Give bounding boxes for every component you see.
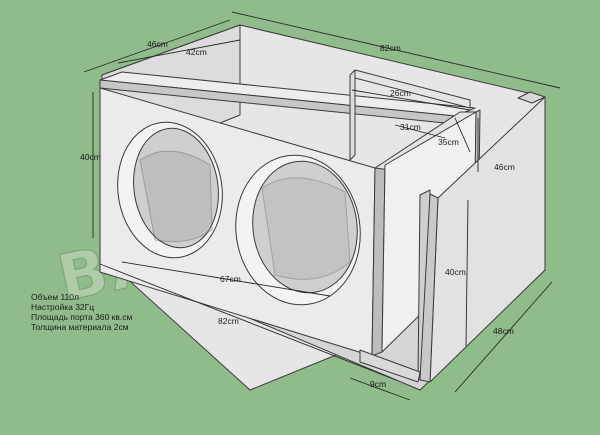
dim-inner-depth: 42cm xyxy=(186,47,207,57)
dim-height-right: 40cm xyxy=(445,267,466,277)
dim-side-depth: 48cm xyxy=(493,326,514,336)
speaker-cutout-left xyxy=(117,121,223,259)
right-side-edge xyxy=(419,193,439,383)
dim-inner-width: 67cm xyxy=(220,274,241,284)
spec-tuning: Настройка 32Гц xyxy=(31,302,94,312)
dim-port-depth: 35cm xyxy=(438,137,459,147)
dim-port-inner: 31cm xyxy=(400,122,421,132)
spec-block: Объем 110л Настройка 32Гц Площадь порта … xyxy=(31,292,133,332)
dimension-lines xyxy=(83,11,561,401)
right-side-top xyxy=(517,91,546,104)
dim-bottom-width: 82cm xyxy=(218,316,239,326)
dim-top-depth: 46cm xyxy=(147,39,168,49)
port-divider-edge xyxy=(349,69,356,161)
front-bottom-strip xyxy=(359,349,421,383)
dim-right-depth: 46cm xyxy=(494,162,515,172)
spec-port-area: Площадь порта 360 кв.см xyxy=(31,312,133,322)
dim-top-width: 82cm xyxy=(380,43,401,53)
spec-volume: Объем 110л xyxy=(31,292,79,302)
spec-material-thickness: Толщина материала 2см xyxy=(31,322,129,332)
dim-port-width: 9cm xyxy=(370,379,386,389)
port-divider-top xyxy=(354,69,471,109)
speaker-cutout-right xyxy=(235,154,361,306)
dim-height-left: 40cm xyxy=(80,152,101,162)
dim-port-top: 26cm xyxy=(390,88,411,98)
